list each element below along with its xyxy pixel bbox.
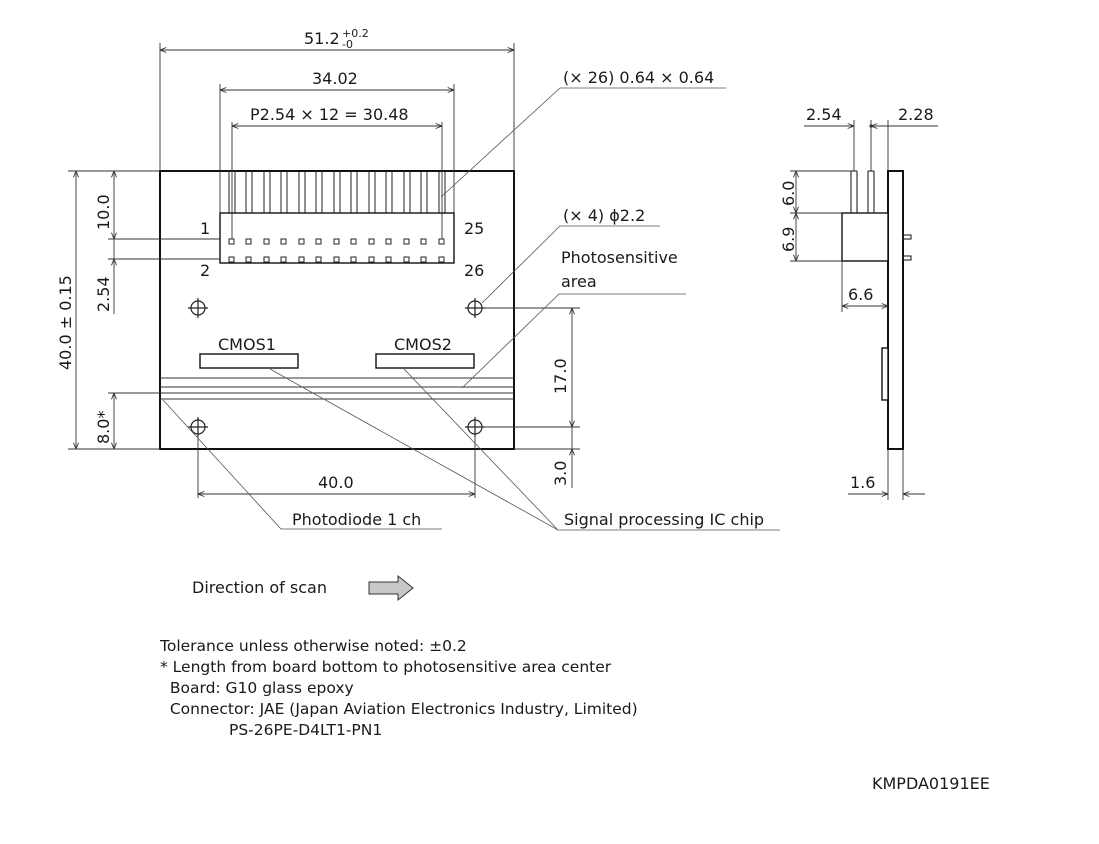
pin-label-25: 25 xyxy=(464,219,484,238)
cmos2-label: CMOS2 xyxy=(394,335,452,354)
photosensitive-area-label-line2: area xyxy=(561,272,597,291)
scan-direction-arrow-icon xyxy=(368,574,414,602)
connector-pins-top xyxy=(228,171,446,213)
notes-block: Tolerance unless otherwise noted: ±0.2 *… xyxy=(160,636,638,741)
connector-body xyxy=(219,212,455,264)
dim-side-pin-length: 6.0 xyxy=(779,181,798,206)
pin-label-1: 1 xyxy=(200,219,210,238)
dim-hole-to-bottom: 3.0 xyxy=(551,461,570,486)
dim-hole-to-area: 17.0 xyxy=(551,358,570,394)
signal-ic-label: Signal processing IC chip xyxy=(564,510,764,529)
side-ic-chip xyxy=(881,347,889,401)
scan-direction-label: Direction of scan xyxy=(192,578,327,597)
dim-side-pin-spacing: 2.54 xyxy=(806,105,842,124)
dim-overall-width-tol-upper: +0.2 xyxy=(342,27,369,40)
dim-pin-size: (× 26) 0.64 × 0.64 xyxy=(563,68,714,87)
pin-label-26: 26 xyxy=(464,261,484,280)
dim-hole-diameter: (× 4) ϕ2.2 xyxy=(563,206,645,225)
dim-pin-pitch: P2.54 × 12 = 30.48 xyxy=(250,105,409,124)
photosensitive-area-label-line1: Photosensitive xyxy=(561,248,678,267)
note-tolerance: Tolerance unless otherwise noted: ±0.2 xyxy=(160,637,467,655)
pin-label-2: 2 xyxy=(200,261,210,280)
cmos1-label: CMOS1 xyxy=(218,335,276,354)
note-asterisk: * Length from board bottom to photosensi… xyxy=(160,658,612,676)
note-connector: Connector: JAE (Japan Aviation Electroni… xyxy=(160,700,638,718)
side-board-outline xyxy=(887,170,904,450)
dim-connector-height: 10.0 xyxy=(94,194,113,230)
photodiode-label: Photodiode 1 ch xyxy=(292,510,421,529)
dim-photosensitive-offset: 8.0* xyxy=(94,411,113,444)
note-board: Board: G10 glass epoxy xyxy=(160,679,354,697)
dim-connector-width: 34.02 xyxy=(312,69,358,88)
dim-overall-width-tol-lower: -0 xyxy=(342,38,353,51)
dim-overall-height: 40.0 ± 0.15 xyxy=(56,275,75,370)
side-pins xyxy=(850,170,912,261)
board-outline xyxy=(159,170,515,450)
pin-row xyxy=(228,238,445,263)
note-connector-part: PS-26PE-D4LT1-PN1 xyxy=(160,721,383,739)
mounting-holes xyxy=(188,298,485,437)
dim-side-pin-to-board: 2.28 xyxy=(898,105,934,124)
dim-side-connector-height: 6.9 xyxy=(779,227,798,252)
front-view: 1 2 25 26 CMOS1 CMOS2 xyxy=(159,170,515,450)
dim-board-thickness: 1.6 xyxy=(850,473,875,492)
drawing-code: KMPDA0191EE xyxy=(872,774,990,793)
photosensitive-strip xyxy=(160,377,514,400)
front-dimensions: 51.2 +0.2 -0 34.02 P2.54 × 12 = 30.48 (×… xyxy=(56,27,780,531)
cmos2-chip xyxy=(375,353,475,369)
dim-side-connector-depth: 6.6 xyxy=(848,285,873,304)
cmos1-chip xyxy=(199,353,299,369)
dim-hole-spacing: 40.0 xyxy=(318,473,354,492)
dim-row-pitch: 2.54 xyxy=(94,276,113,312)
dim-overall-width: 51.2 xyxy=(304,29,340,48)
side-view: 2.54 2.28 6.0 6.9 6.6 1.6 xyxy=(779,105,938,500)
side-connector-body xyxy=(841,212,889,262)
scan-direction: Direction of scan xyxy=(192,574,414,602)
